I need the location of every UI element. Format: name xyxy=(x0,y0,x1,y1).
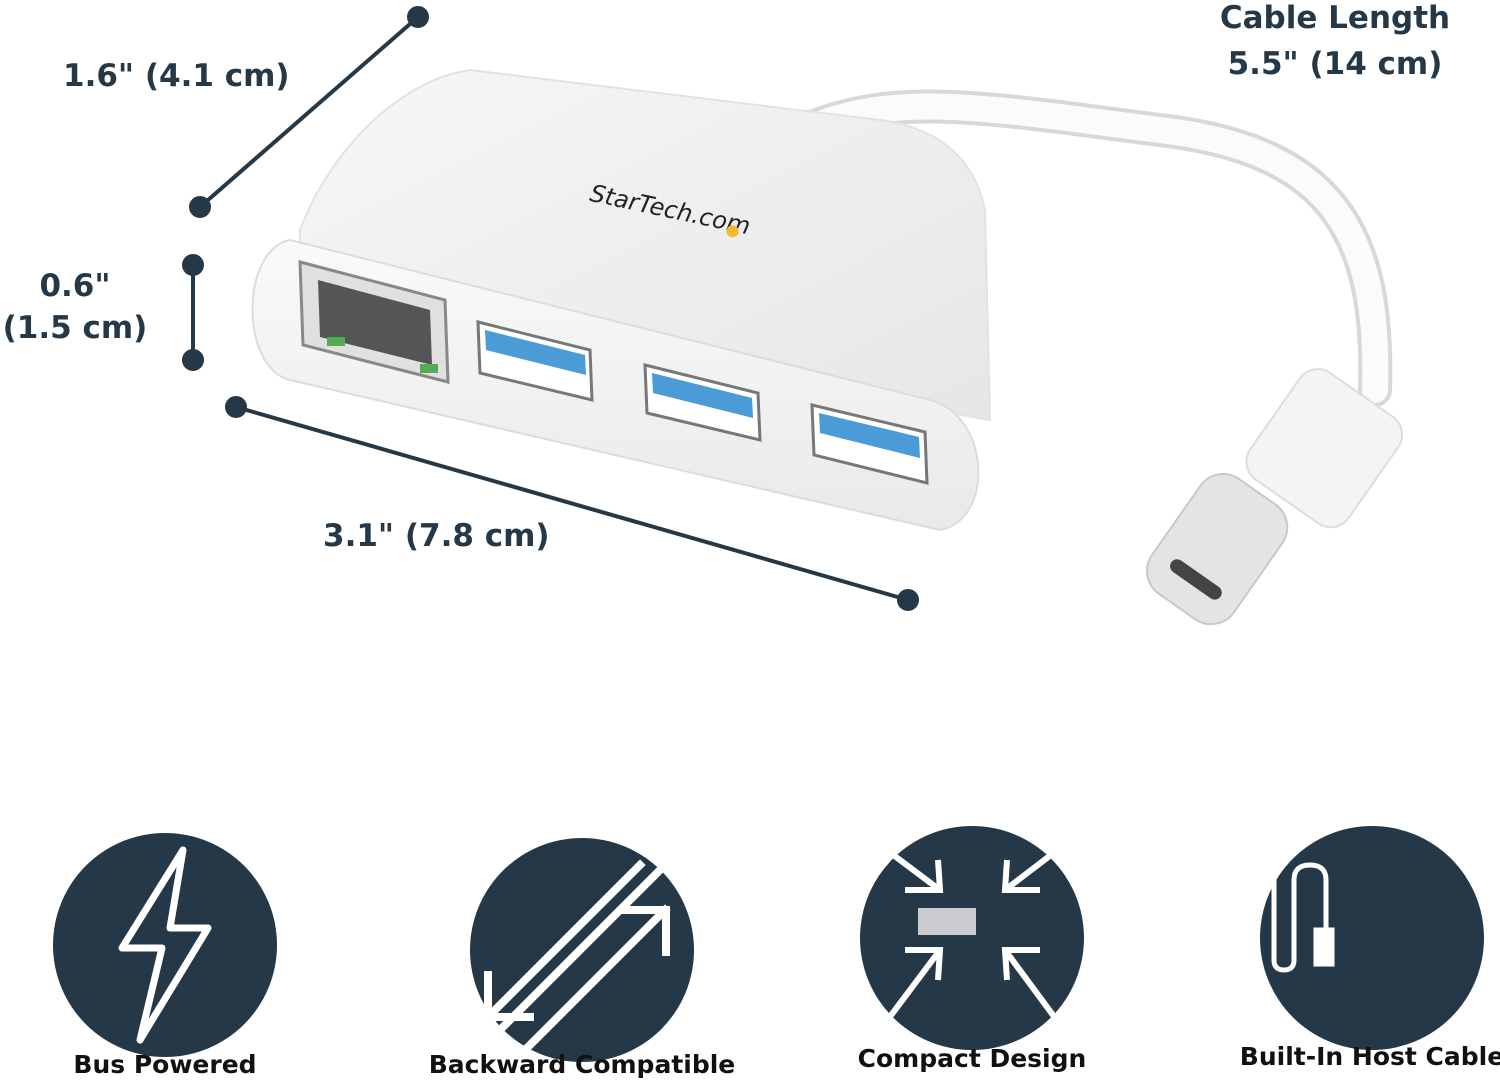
ethernet-port xyxy=(298,260,450,384)
dimension-lines xyxy=(182,6,919,611)
cable-length-value: 5.5" (14 cm) xyxy=(1227,46,1443,82)
bidirectional-arrows-icon xyxy=(464,834,696,1066)
height-inches: 0.6" xyxy=(39,268,111,304)
usb-a-port-2 xyxy=(643,363,762,442)
height-dimension-label: 0.6" (1.5 cm) xyxy=(0,268,150,346)
feature-label-bus-powered: Bus Powered xyxy=(73,1050,257,1079)
usb-a-port-1 xyxy=(476,320,594,402)
usb-a-port-3 xyxy=(810,403,929,485)
usb-hub-body: StarTech.com xyxy=(251,68,992,532)
usb-c-cable xyxy=(793,89,1404,626)
feature-label-compact-design: Compact Design xyxy=(857,1044,1087,1073)
feature-label-backward-compatible: Backward Compatible xyxy=(428,1050,736,1079)
cable-length-title: Cable Length xyxy=(1219,0,1451,36)
depth-dimension-label: 1.6" (4.1 cm) xyxy=(63,58,290,94)
feature-label-built-in-host-cable: Built-In Host Cable xyxy=(1239,1042,1500,1071)
cable-length-label: Cable Length 5.5" (14 cm) xyxy=(1190,0,1480,82)
lightning-bolt-icon xyxy=(53,833,277,1057)
compress-arrows-icon xyxy=(860,826,1084,1050)
cable-icon xyxy=(1214,826,1484,1050)
height-cm: (1.5 cm) xyxy=(2,310,148,346)
width-dimension-label: 3.1" (7.8 cm) xyxy=(323,518,550,554)
